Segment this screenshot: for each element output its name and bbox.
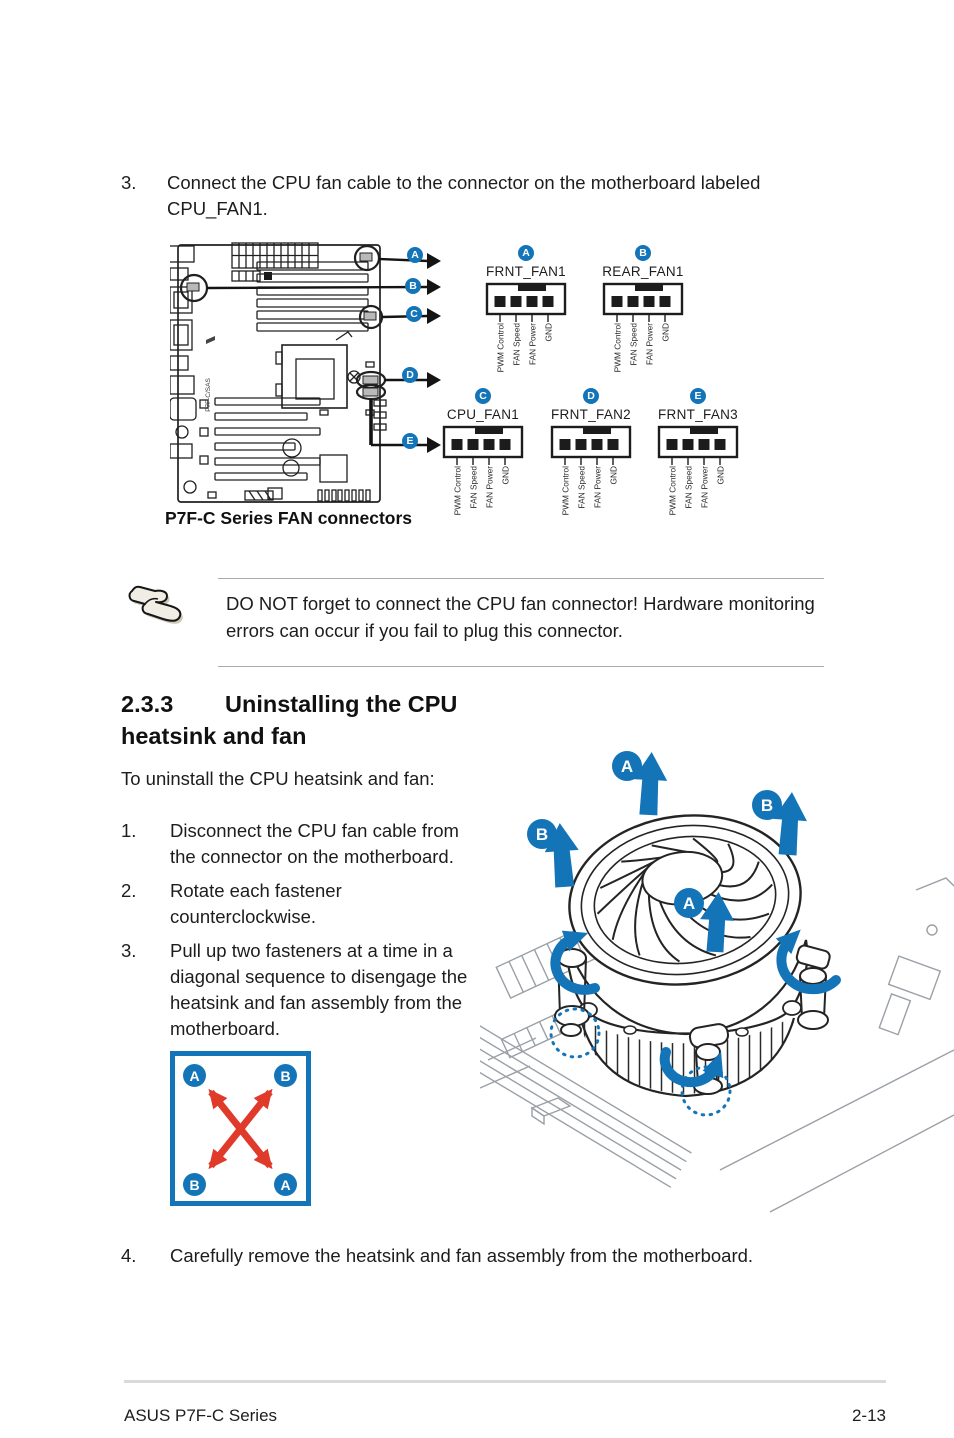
section-number: 2.3.3 [121,691,174,717]
footer-page-number: 2-13 [851,1406,886,1425]
svg-text:PWM Control: PWM Control [561,466,571,515]
arrow-label-b: B [752,790,782,820]
connector-label: FRNT_FAN2 [551,407,631,422]
callout-badge: E [690,388,706,404]
diagram-caption: P7F-C Series FAN connectors [165,508,413,528]
step-text: Pull up two fasteners at a time in a dia… [170,940,468,1039]
connector-label: REAR_FAN1 [602,264,684,279]
callout-c-badge: C [406,306,422,322]
svg-text:GND: GND [501,466,511,484]
connector-pinout-drawing: PWM Control FAN Speed FAN Power GND [550,425,632,515]
asus-logo-mark [206,336,215,344]
uninstall-steps: 1. Disconnect the CPU fan cable from the… [121,818,491,1050]
connector-pinout-drawing: PWM Control FAN Speed FAN Power GND [602,282,684,372]
svg-text:FAN Power: FAN Power [485,466,495,508]
callout-b-badge: B [405,278,421,294]
connector-group-frnt-fan2: D FRNT_FAN2 PWM Control FAN Speed FAN Po… [539,388,643,524]
leader-arrows [206,257,429,447]
note-top-divider [218,578,824,579]
heatsink-fins [582,1016,794,1094]
svg-text:FAN Power: FAN Power [700,466,710,508]
fastener-right [795,944,831,1030]
svg-text:GND: GND [544,323,554,341]
step-number: 3. [121,172,137,193]
arrow-label-b2: B [527,819,557,849]
connector-group-cpu-fan1: C CPU_FAN1 PWM Control FAN Speed FAN Pow… [431,388,535,524]
connector-pinout-drawing: PWM Control FAN Speed FAN Power GND [657,425,739,515]
svg-text:FAN Speed: FAN Speed [684,466,694,509]
svg-text:PWM Control: PWM Control [613,323,623,372]
callout-a-badge: A [407,247,423,263]
callout-e-badge: E [402,433,418,449]
footer-rule [124,1380,886,1383]
connector-pinout-drawing: PWM Control FAN Speed FAN Power GND [442,425,524,515]
callout-badge: B [635,245,651,261]
svg-text:GND: GND [716,466,726,484]
step-row: 3. Pull up two fasteners at a time in a … [121,938,491,1042]
callout-badge: D [583,388,599,404]
callout-badge: A [518,245,534,261]
note-bottom-divider [218,666,824,667]
step-text: Carefully remove the heatsink and fan as… [170,1245,754,1266]
diagonal-arrows [208,1088,273,1170]
svg-text:FAN Power: FAN Power [593,466,603,508]
step-row: 1. Disconnect the CPU fan cable from the… [121,818,491,870]
sequence-corner-a: A [183,1064,206,1087]
pointing-hand-icon [128,585,183,624]
callout-badge: C [475,388,491,404]
footer-series: ASUS P7F-C Series [124,1406,278,1425]
step-text: Rotate each fastener counterclockwise. [170,880,342,927]
svg-text:FAN Speed: FAN Speed [469,466,479,509]
svg-text:PWM Control: PWM Control [496,323,506,372]
arrow-label-a: A [612,751,642,781]
svg-text:PWM Control: PWM Control [668,466,678,515]
footer: ASUS P7F-C Series 2-13 [124,1406,886,1426]
svg-text:FAN Power: FAN Power [645,323,655,365]
section-title: Uninstalling the CPU heatsink and fan [121,691,458,749]
sequence-corner-a2: A [274,1173,297,1196]
board-model-label: P7F-C/SAS [205,378,212,412]
svg-text:FAN Speed: FAN Speed [629,323,639,366]
sequence-corner-b: B [274,1064,297,1087]
motherboard-diagram: P7F-C/SAS [170,242,441,503]
step-number: 1. [121,820,137,841]
step-text: Disconnect the CPU fan cable from the co… [170,820,459,867]
section-intro: To uninstall the CPU heatsink and fan: [121,768,435,789]
connector-group-rear-fan1: B REAR_FAN1 PWM Control FAN Speed FAN Po… [591,245,695,381]
connector-pinout-drawing: PWM Control FAN Speed FAN Power GND [485,282,567,372]
step-row: 2. Rotate each fastener counterclockwise… [121,878,491,930]
sequence-corner-b2: B [183,1173,206,1196]
svg-text:PWM Control: PWM Control [453,466,463,515]
step-text: Connect the CPU fan cable to the connect… [167,172,761,219]
rotate-arrows [550,929,841,1088]
step-connect-cpu-fan: 3. Connect the CPU fan cable to the conn… [121,170,811,222]
step-remove-heatsink: 4. Carefully remove the heatsink and fan… [121,1243,870,1269]
svg-text:FAN Power: FAN Power [528,323,538,365]
connector-label: CPU_FAN1 [446,407,520,422]
step-number: 3. [121,940,137,961]
callout-d-badge: D [402,367,418,383]
step-number: 2. [121,880,137,901]
svg-text:GND: GND [661,323,671,341]
svg-text:FAN Speed: FAN Speed [577,466,587,509]
connector-label: FRNT_FAN3 [658,407,738,422]
heatsink-removal-illustration [480,752,954,1213]
svg-text:FAN Speed: FAN Speed [512,323,522,366]
connector-group-frnt-fan1: A FRNT_FAN1 PWM Control FAN Speed FAN Po… [474,245,578,381]
connector-label: FRNT_FAN1 [486,264,566,279]
diagonal-sequence-diagram: A B B A [170,1051,311,1206]
step-number: 4. [121,1245,137,1266]
connector-group-frnt-fan3: E FRNT_FAN3 PWM Control FAN Speed FAN Po… [646,388,750,524]
svg-text:GND: GND [609,466,619,484]
fastener-highlight-circles [549,1007,732,1117]
note-text: DO NOT forget to connect the CPU fan con… [226,593,815,641]
arrow-label-a2: A [674,888,704,918]
